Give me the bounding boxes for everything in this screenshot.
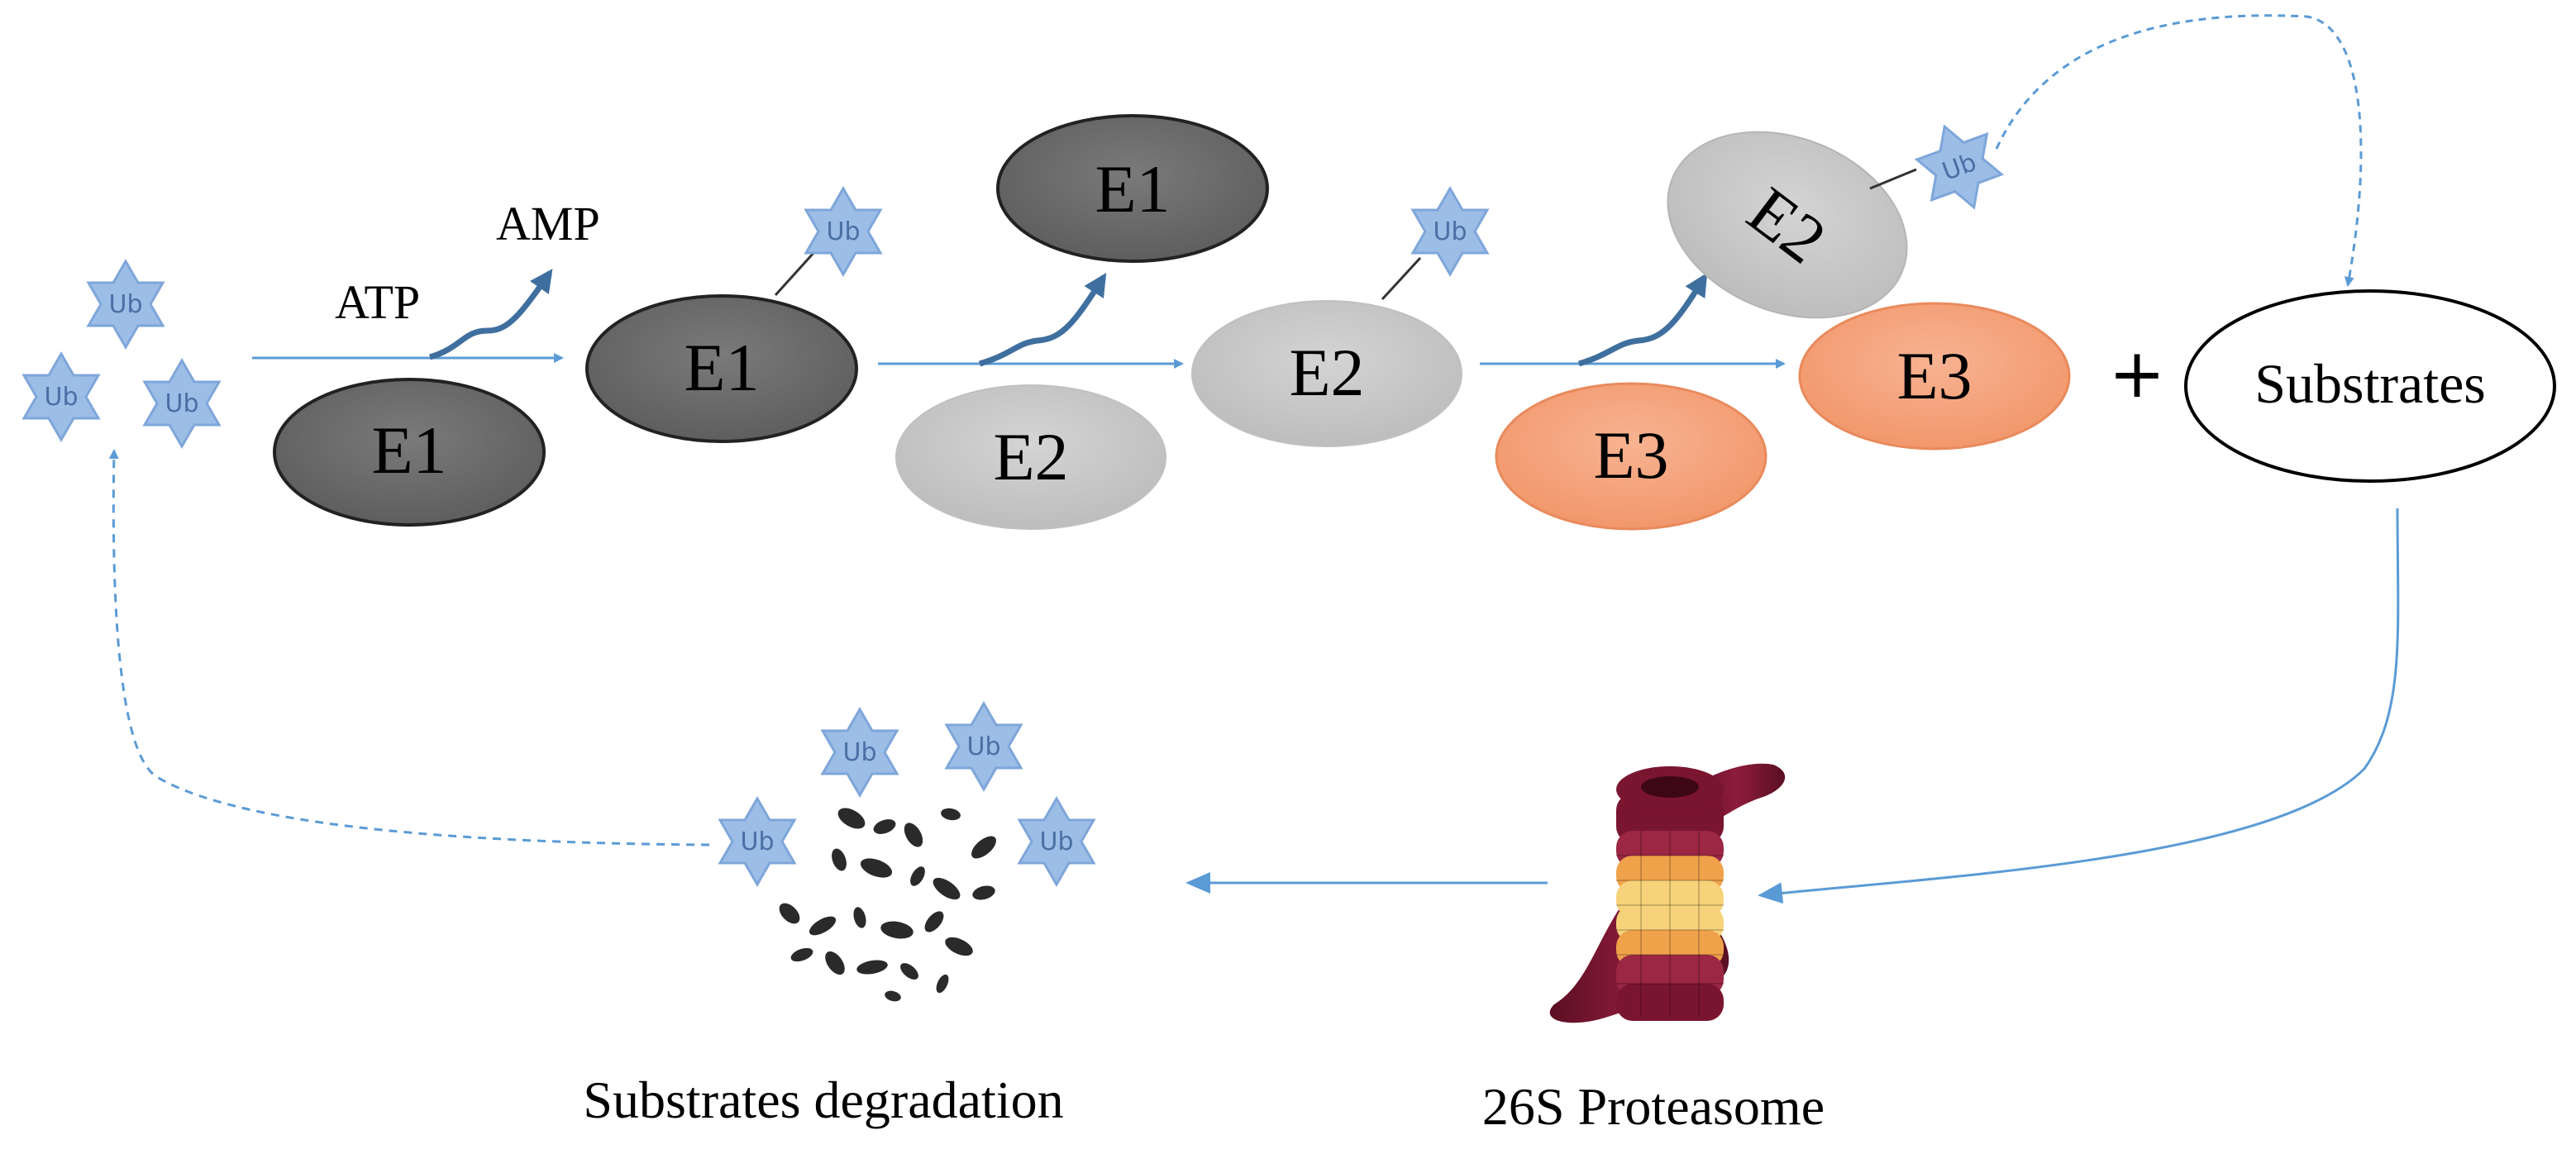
substrates-label: Substrates xyxy=(2254,352,2486,415)
ubiquitin-star-icon xyxy=(820,706,899,799)
ubiquitin-star-icon xyxy=(1410,185,1490,278)
e3-label: E3 xyxy=(1593,417,1668,493)
ub-label: Ub xyxy=(826,217,860,246)
ub-label: Ub xyxy=(1039,827,1073,856)
ubiquitin-star-icon xyxy=(944,700,1023,793)
ubiquitin-star-icon xyxy=(804,185,883,278)
dashed-recycle-arrow xyxy=(108,449,710,846)
degraded-peptides-icon xyxy=(779,808,996,1002)
e2-label: E2 xyxy=(993,419,1068,494)
proteasome-subunits xyxy=(1616,831,1724,1017)
thioester-bond xyxy=(1381,256,1422,301)
e1-label: E1 xyxy=(371,412,446,488)
e2-ub-complex: E2 Ub xyxy=(1191,185,1490,447)
ubiquitin-star-free-2: Ub xyxy=(21,350,101,443)
e2-label: E2 xyxy=(1289,335,1364,410)
ub-label: Ub xyxy=(165,389,198,418)
plus-sign: + xyxy=(2109,335,2166,413)
ubiquitin-star-icon xyxy=(142,357,222,450)
proteasome-label: 26S Proteasome xyxy=(1482,1077,1825,1136)
curved-arrow-2 xyxy=(978,272,1107,367)
e3-enzyme-initial: E3 xyxy=(1495,382,1767,531)
e2-enzyme-initial: E2 xyxy=(895,384,1166,530)
ub-label: Ub xyxy=(108,290,142,319)
e3-e2-ub-complex: E3 E2 Ub xyxy=(1667,124,2071,451)
ubiquitin-star-icon xyxy=(1017,795,1096,888)
ubiquitin-star-bound: Ub xyxy=(1410,185,1490,278)
ub-label: Ub xyxy=(1433,217,1467,246)
arrow-to-proteasome xyxy=(1758,508,2400,904)
ub-label: Ub xyxy=(842,738,876,767)
dashed-transfer-arrow xyxy=(1995,14,2363,287)
ub-label: Ub xyxy=(966,732,1000,761)
ub-label: Ub xyxy=(740,827,774,856)
ubiquitin-star-bound: Ub xyxy=(804,185,883,278)
thioester-bond xyxy=(1869,168,1917,190)
ub-label: Ub xyxy=(44,383,78,412)
ubiquitin-star-released-3: Ub xyxy=(718,795,797,888)
ubiquitin-star-released-4: Ub xyxy=(1017,795,1096,888)
e1-label: E1 xyxy=(1095,151,1170,227)
ubiquitin-star-free-1: Ub xyxy=(86,258,165,350)
degradation-label: Substrates degradation xyxy=(583,1071,1063,1129)
e3-label: E3 xyxy=(1896,338,1972,413)
ubiquitin-star-released-2: Ub xyxy=(944,700,1023,793)
ubiquitin-star-icon xyxy=(718,795,797,888)
e1-enzyme-released: E1 xyxy=(996,114,1269,263)
e1-enzyme-initial: E1 xyxy=(273,378,546,527)
ubiquitin-star-icon xyxy=(86,258,165,350)
e2-enzyme-bound: E2 xyxy=(1667,131,1908,319)
ubiquitin-star-released-1: Ub xyxy=(820,706,899,799)
e1-label: E1 xyxy=(684,330,759,405)
atp-label: ATP xyxy=(335,275,420,329)
curved-arrow-1 xyxy=(428,269,553,360)
amp-label: AMP xyxy=(496,197,600,250)
ubiquitin-star-bound: Ub xyxy=(1914,124,2005,210)
substrates-node: Substrates xyxy=(2184,289,2556,483)
e1-ub-complex: E1 Ub xyxy=(585,185,883,443)
thioester-bond xyxy=(774,250,816,297)
proteasome-icon xyxy=(1549,763,1786,1023)
ubiquitin-star-free-3: Ub xyxy=(142,357,222,450)
curved-arrow-3 xyxy=(1577,272,1708,367)
ubiquitin-star-icon xyxy=(21,350,101,443)
ubiquitin-star-icon xyxy=(1914,124,2005,210)
